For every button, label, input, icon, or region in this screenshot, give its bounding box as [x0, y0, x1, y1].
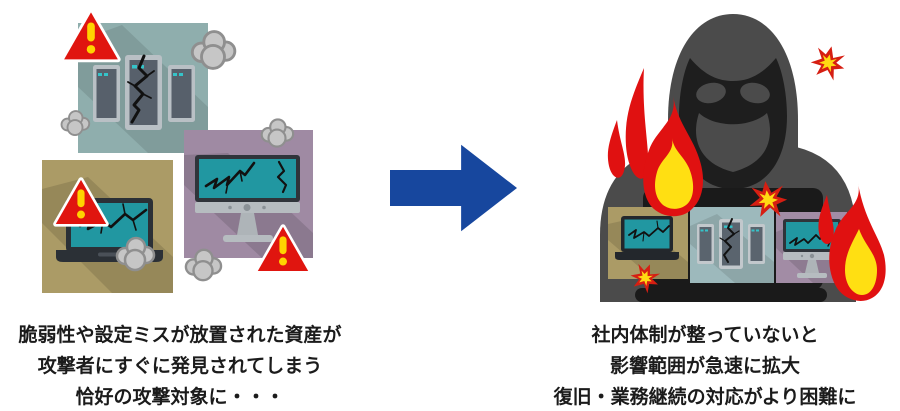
broken-monitor-tile [184, 130, 313, 258]
chin [696, 113, 770, 172]
eye [696, 82, 726, 104]
right-caption: 社内体制が整っていないと 影響範囲が急速に拡大 復旧・業務継続の対応がより困難に [514, 320, 896, 411]
mini-broken-servers-tile [690, 207, 774, 283]
flame-icon [607, 68, 704, 217]
left-caption-line-3: 恰好の攻撃対象に・・・ [75, 387, 285, 408]
right-caption-line-2: 影響範囲が急速に拡大 [609, 356, 800, 377]
attacker-burning-systems-illustration [600, 14, 886, 302]
right-caption-line-3: 復旧・業務継続の対応がより困難に [553, 387, 857, 408]
broken-servers-tile [78, 23, 208, 153]
left-caption-line-1: 脆弱性や設定ミスが放置された資産が [18, 325, 342, 346]
crack [130, 54, 149, 124]
flame-icon [818, 183, 886, 301]
vulnerable-assets-illustration [42, 5, 313, 293]
spark-icon [808, 42, 849, 83]
right-arrow-icon [390, 144, 517, 232]
eye [740, 82, 770, 104]
left-caption-line-2: 攻撃者にすぐに発見されてしまう [37, 356, 323, 377]
right-caption-line-1: 社内体制が整っていないと [591, 325, 819, 346]
left-caption: 脆弱性や設定ミスが放置された資産が 攻撃者にすぐに発見されてしまう 恰好の攻撃対… [8, 320, 352, 411]
